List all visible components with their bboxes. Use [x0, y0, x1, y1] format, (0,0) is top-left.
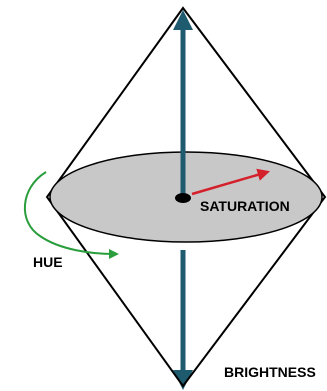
hue-arrow: [24, 171, 119, 259]
hue-label: HUE: [33, 254, 63, 270]
brightness-label: BRIGHTNESS: [224, 364, 316, 380]
bicone-outline: [45, 6, 327, 388]
saturation-label: SATURATION: [200, 198, 290, 214]
center-dot: [175, 193, 191, 203]
saturation-arrow: [191, 168, 270, 196]
